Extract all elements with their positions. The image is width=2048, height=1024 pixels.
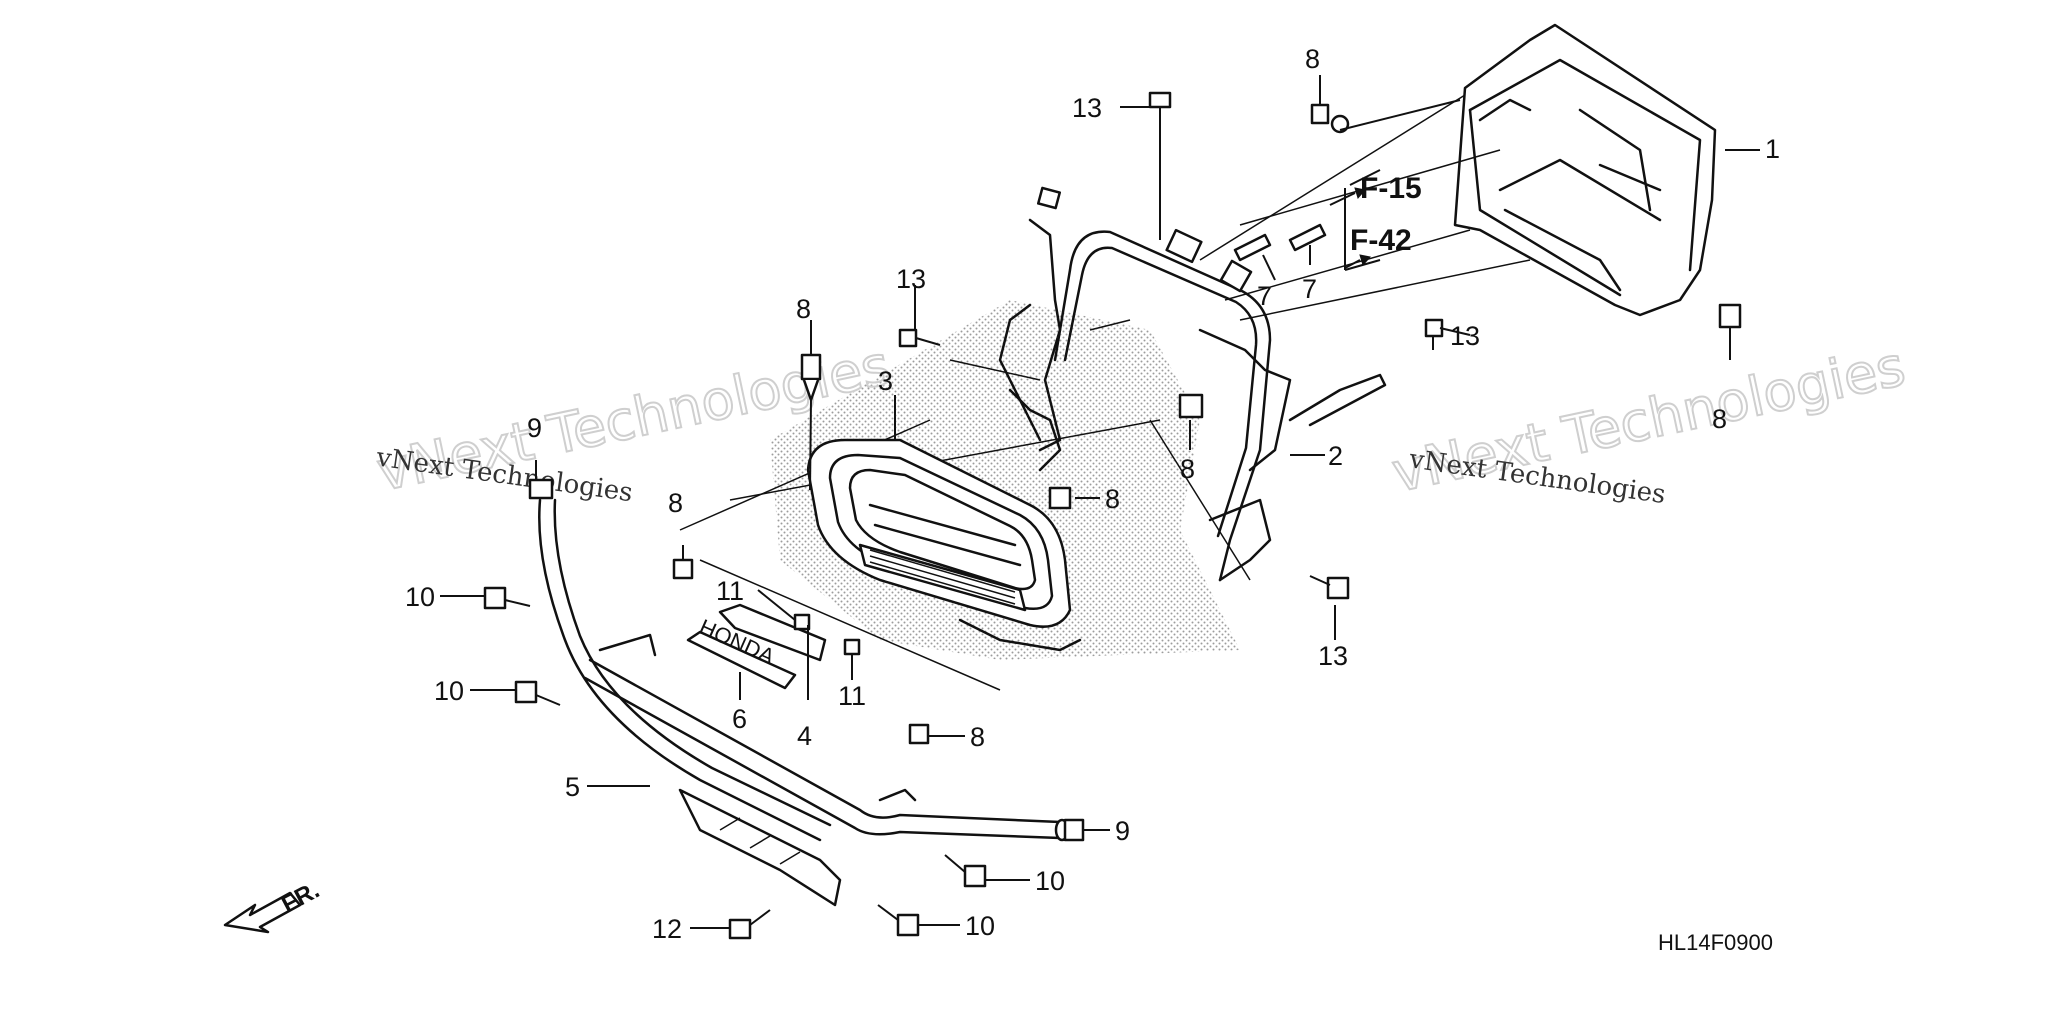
diagram-code: HL14F0900 [1658,930,1773,955]
bolt-13-lower [1309,575,1350,600]
callout: 10 [405,582,435,612]
bolt-10-b [514,680,561,706]
part-front-frame [998,186,1387,582]
callout: 12 [652,914,682,944]
grille-slots [869,549,1016,605]
callout: 9 [527,413,542,443]
callout: 8 [1105,484,1120,514]
callout: 1 [1765,134,1780,164]
callout: 9 [1115,816,1130,846]
callout: 11 [838,681,866,711]
callout: 7 [1302,274,1317,304]
bolt-10-c [944,854,987,888]
callout: 8 [1305,44,1320,74]
clip-7-b [1288,223,1327,252]
callout: 11 [716,576,744,606]
callout: 13 [1072,93,1102,123]
reference-label-f15: F-15 [1360,172,1422,205]
part-grille [806,438,1082,652]
bolt-10-a [483,586,531,610]
clip-8-top [1310,103,1350,134]
clip-11-a [793,613,811,631]
reference-label-f42: F-42 [1350,224,1412,257]
watermark-right: vNext Technologies vNext Technologies [1386,333,1912,510]
front-direction-indicator: FR. [223,877,324,934]
callout: 8 [970,722,985,752]
callout: 3 [878,366,893,396]
callout: 6 [732,704,747,734]
clip-8-left [672,558,694,580]
callout: 10 [965,911,995,941]
grommet-9-end [1063,818,1085,842]
bolt-12 [728,909,771,940]
callout: 10 [1035,866,1065,896]
fasteners [483,91,1742,940]
callout: 7 [1257,281,1272,311]
leader-lines [440,75,1760,929]
callout: 8 [1180,454,1195,484]
part-bumper [538,498,1070,907]
callout: 8 [668,488,683,518]
clip-11-b [843,638,861,656]
callout: 13 [1318,641,1348,671]
bolt-13-mid [898,328,941,348]
bolt-13-right [1424,318,1444,350]
callout: 13 [896,264,926,294]
callout: 8 [1712,404,1727,434]
grommet-9-top [528,478,554,500]
part-storage-box [1453,23,1717,317]
clip-8-frame [1178,393,1204,419]
callout: 13 [1450,321,1480,351]
part-emblem-base [718,603,827,662]
callout: 8 [796,294,811,324]
reference-arrows [1329,187,1371,269]
callout: 2 [1328,441,1343,471]
callout: 5 [565,772,580,802]
clip-8-right [1048,486,1072,510]
bolt-13-top [1148,91,1172,130]
clip-8-bottom [908,723,930,745]
callout-numbers: 1 2 3 4 5 6 7 7 8 8 8 8 8 8 8 9 9 10 10 … [405,44,1780,944]
callout: 4 [797,721,812,751]
bolt-10-d [877,904,920,937]
assembly-guide-lines [679,94,1531,691]
clip-7-a [1233,233,1272,262]
clip-8-box [1718,303,1742,329]
callout: 10 [434,676,464,706]
